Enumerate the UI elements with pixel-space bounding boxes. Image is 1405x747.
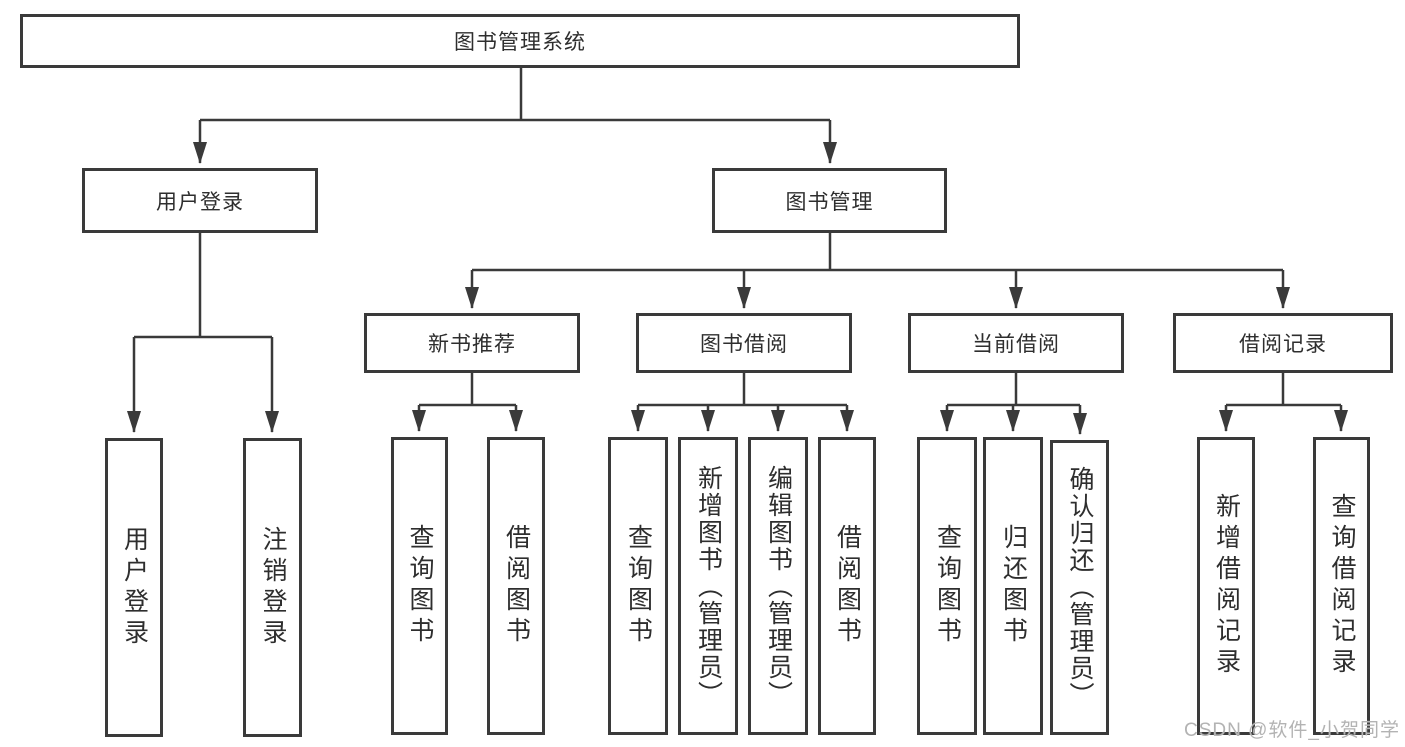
leaf-add-book-admin: 新增图书（管理员）: [678, 437, 738, 735]
leaf-confirm-return-admin: 确认归还（管理员）: [1050, 440, 1109, 735]
connector-book-borrowing-children: [631, 373, 854, 432]
leaf-borrow-books-recommend: 借阅图书: [487, 437, 545, 735]
node-book-management: 图书管理: [712, 168, 947, 233]
node-book-borrowing-label: 图书借阅: [700, 333, 788, 356]
watermark: CSDN @软件_小贺同学: [1184, 720, 1400, 741]
node-new-book-recommend-label: 新书推荐: [428, 333, 516, 356]
node-borrowing-records-label: 借阅记录: [1239, 333, 1327, 356]
node-current-borrowing-label: 当前借阅: [972, 333, 1060, 356]
node-current-borrowing: 当前借阅: [908, 313, 1124, 373]
connector-borrow-records-children: [1219, 373, 1348, 432]
connector-root-to-level2: [193, 68, 837, 164]
leaf-borrow-books-borrowing: 借阅图书: [818, 437, 876, 735]
leaf-query-borrow-record: 查询借阅记录: [1313, 437, 1370, 735]
leaf-add-borrow-record: 新增借阅记录: [1197, 437, 1255, 735]
connector-user-login-children: [127, 233, 279, 433]
leaf-edit-book-admin: 编辑图书（管理员）: [748, 437, 808, 735]
node-new-book-recommend: 新书推荐: [364, 313, 580, 373]
leaf-query-books-recommend: 查询图书: [391, 437, 448, 735]
leaf-query-books-current: 查询图书: [917, 437, 977, 735]
node-borrowing-records: 借阅记录: [1173, 313, 1393, 373]
connector-new-book-children: [412, 373, 523, 432]
leaf-return-books: 归还图书: [983, 437, 1043, 735]
node-user-login-label: 用户登录: [156, 190, 244, 214]
node-user-login: 用户登录: [82, 168, 318, 233]
leaf-user-login: 用户登录: [105, 438, 163, 737]
node-library-system: 图书管理系统: [20, 14, 1020, 68]
connector-book-mgmt-to-level3: [465, 233, 1290, 309]
node-book-management-label: 图书管理: [785, 190, 874, 214]
connector-current-borrowing-children: [940, 373, 1087, 435]
leaf-query-books-borrowing: 查询图书: [608, 437, 668, 735]
leaf-logout: 注销登录: [243, 438, 302, 737]
node-library-system-label: 图书管理系统: [454, 31, 586, 54]
node-book-borrowing: 图书借阅: [636, 313, 852, 373]
